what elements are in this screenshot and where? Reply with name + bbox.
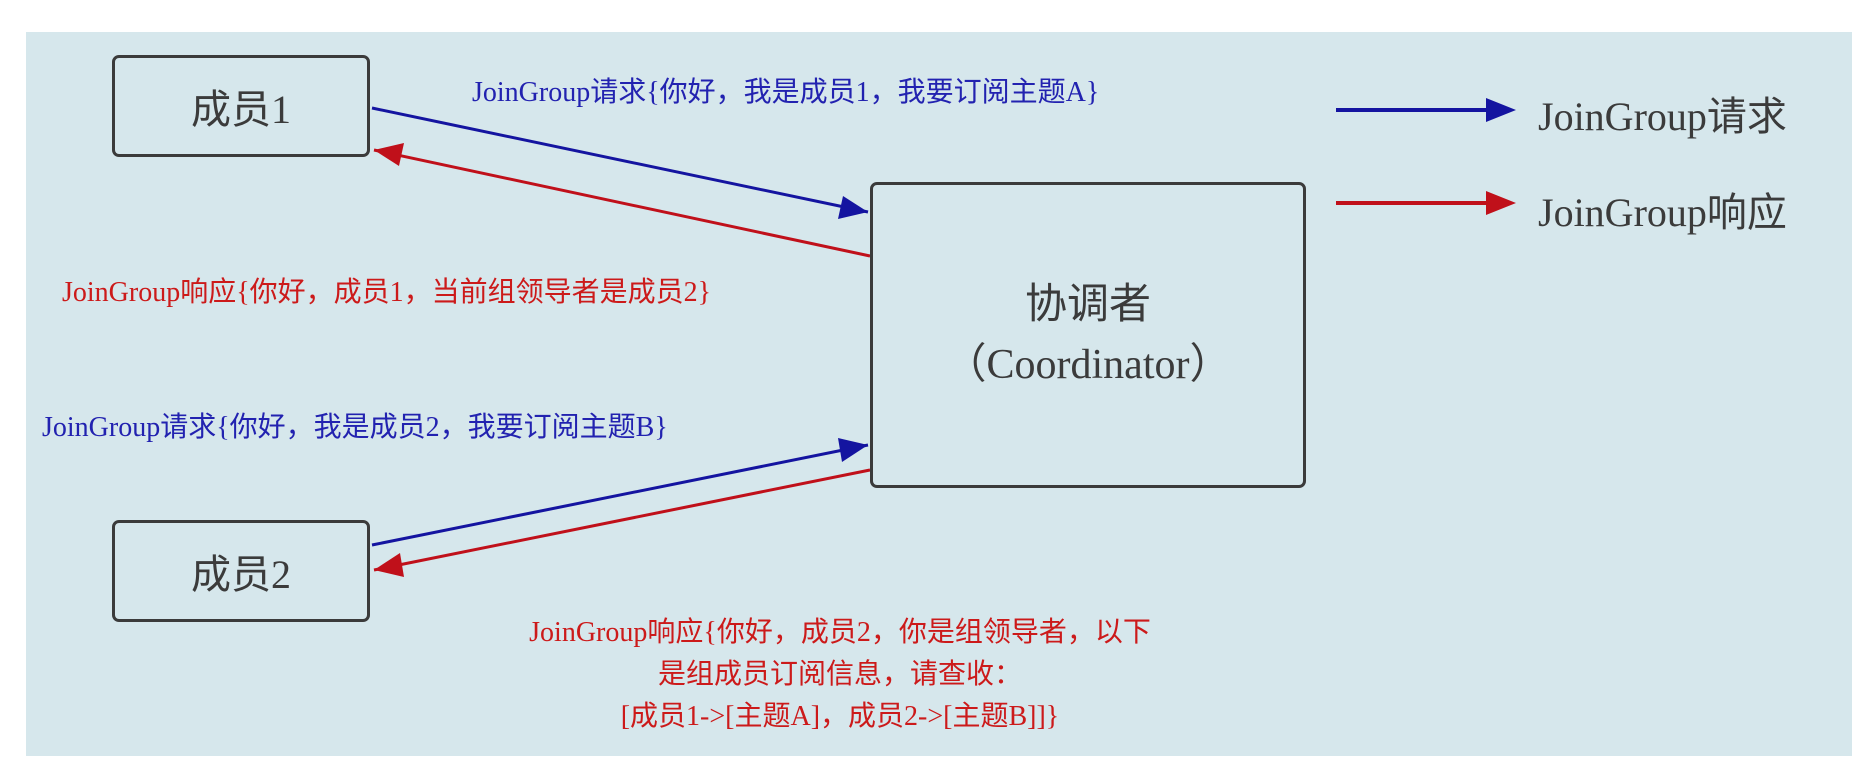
member1-node: 成员1 — [112, 55, 370, 157]
response-message-member2-line-1: JoinGroup响应{你好，成员2，你是组领导者，以下 — [529, 617, 1151, 648]
response-message-member2-line-3: [成员1->[主题A]，成员2->[主题B]]} — [620, 701, 1060, 732]
member2-node: 成员2 — [112, 520, 370, 622]
response-message-member2-line-2: 是组成员订阅信息，请查收： — [657, 659, 1022, 690]
response-message-member2: JoinGroup响应{你好，成员2，你是组领导者，以下 是组成员订阅信息，请查… — [460, 612, 1220, 738]
coordinator-node: 协调者 （Coordinator） — [870, 182, 1306, 488]
arrow-req-member2 — [371, 438, 869, 547]
arrow-resp-member2 — [373, 468, 871, 577]
coordinator-name: 协调者 — [1024, 282, 1151, 328]
legend-request-label: JoinGroup请求 — [1538, 94, 1787, 139]
request-message-member2: JoinGroup请求{你好，我是成员2，我要订阅主题B} — [42, 412, 668, 443]
arrow-resp-member1 — [373, 143, 871, 258]
legend-arrow-response — [1336, 191, 1516, 215]
member1-label: 成员1 — [191, 87, 291, 132]
coordinator-english-name: （Coordinator） — [944, 342, 1232, 388]
legend-response-label: JoinGroup响应 — [1538, 190, 1787, 235]
legend-arrow-request — [1336, 98, 1516, 122]
arrow-req-member1 — [371, 106, 869, 219]
diagram-background — [26, 32, 1852, 756]
request-message-member1: JoinGroup请求{你好，我是成员1，我要订阅主题A} — [472, 77, 1100, 108]
member2-label: 成员2 — [191, 552, 291, 597]
response-message-member1: JoinGroup响应{你好，成员1，当前组领导者是成员2} — [62, 277, 712, 308]
